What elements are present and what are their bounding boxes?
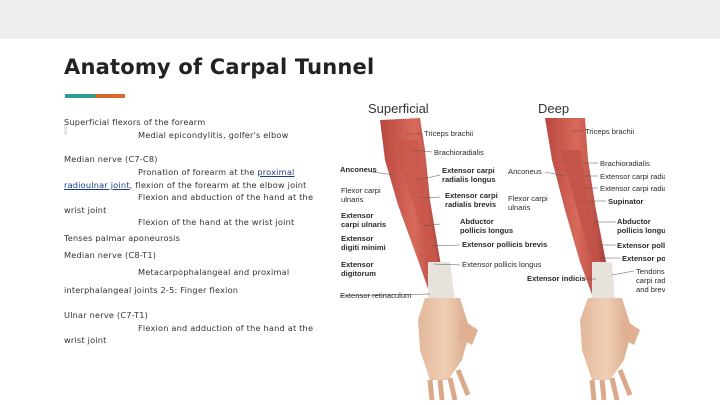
label-deep-apl: pollicis longus <box>617 226 665 235</box>
label-ed: digitorum <box>341 269 376 278</box>
label-ecrb: Extensor carpi <box>445 191 498 200</box>
indent-marker <box>64 125 67 135</box>
label-edm: Extensor <box>341 234 374 243</box>
leader-lines <box>339 130 635 297</box>
label-deep-tendons: Tendons of extensor <box>636 267 665 276</box>
note-line: wrist joint <box>64 335 107 345</box>
slide-title: Anatomy of Carpal Tunnel <box>64 55 375 79</box>
label-deep-epl: Extensor pollicis longus <box>622 254 665 263</box>
label-fcu: Flexor carpi <box>341 186 381 195</box>
note-line: Tenses palmar aponeurosis <box>64 233 181 243</box>
label-epl: Extensor pollicis longus <box>462 260 542 269</box>
label-ecrl: Extensor carpi <box>442 166 495 175</box>
note-line: Pronation of forearm at the proximal <box>138 167 295 177</box>
label-ed: Extensor <box>341 260 374 269</box>
label-apl: Abductor <box>460 217 494 226</box>
label-deep-anconeus: Anconeus <box>508 167 542 176</box>
label-extensor-retinaculum: Extensor retinaculum <box>340 291 411 300</box>
label-epb: Extensor pollicis brevis <box>462 240 547 249</box>
heading-superficial: Superficial <box>368 101 429 116</box>
label-ecu: carpi ulnaris <box>341 220 386 229</box>
note-line: Median nerve (C8-T1) <box>64 250 157 260</box>
note-line: Median nerve (C7-C8) <box>64 154 158 164</box>
deep-arm-illustration <box>545 118 640 400</box>
label-fcu: ulnaris <box>341 195 364 204</box>
label-deep-supinator: Supinator <box>608 197 643 206</box>
note-line: Flexion and adduction of the hand at the <box>138 323 314 333</box>
superficial-arm-illustration <box>380 118 478 400</box>
label-ecu: Extensor <box>341 211 374 220</box>
label-deep-extensor-indicis: Extensor indicis <box>527 274 586 283</box>
label-deep-epb: Extensor pollicis brevis <box>617 241 665 250</box>
label-deep-ecrl: Extensor carpi radialis longus <box>600 172 665 181</box>
note-line: Medial epicondylitis, golfer's elbow <box>138 130 289 140</box>
label-edm: digiti minimi <box>341 243 386 252</box>
note-line: Metacarpophalangeal and proximal <box>138 267 290 277</box>
heading-deep: Deep <box>538 101 569 116</box>
label-brachioradialis: Brachioradialis <box>434 148 484 157</box>
proximal-link[interactable]: proximal <box>257 167 295 177</box>
label-deep-tendons: and brevis <box>636 285 665 294</box>
note-line: Superficial flexors of the forearm <box>64 117 206 127</box>
radioulnar-joint-link[interactable]: radioulnar joint <box>64 180 130 190</box>
note-line: radioulnar joint, flexion of the forearm… <box>64 180 307 190</box>
note-line: interphalangeal joints 2-5: Finger flexi… <box>64 285 239 295</box>
label-deep-fcu: ulnaris <box>508 203 531 212</box>
label-ecrl: radialis longus <box>442 175 496 184</box>
forearm-anatomy-figure: Superficial Deep <box>339 101 665 400</box>
accent-bar-orange <box>95 94 125 98</box>
note-text: , flexion of the forearm at the elbow jo… <box>129 180 307 190</box>
note-line: wrist joint <box>64 205 107 215</box>
note-line: Flexion and abduction of the hand at the <box>138 192 314 202</box>
note-line: Flexion of the hand at the wrist joint <box>138 217 295 227</box>
label-anconeus: Anconeus <box>340 165 377 174</box>
accent-bar-teal <box>65 94 95 98</box>
note-text: Pronation of forearm at the <box>138 167 258 177</box>
label-deep-brachioradialis: Brachioradialis <box>600 159 650 168</box>
label-triceps-brachii: Triceps brachii <box>424 129 473 138</box>
label-deep-apl: Abductor <box>617 217 651 226</box>
note-line: Ulnar nerve (C7-T1) <box>64 310 149 320</box>
label-deep-tendons: carpi radialis longus <box>636 276 665 285</box>
top-bar <box>0 0 720 39</box>
label-apl: pollicis longus <box>460 226 513 235</box>
label-ecrb: radialis brevis <box>445 200 496 209</box>
label-deep-fcu: Flexor carpi <box>508 194 548 203</box>
label-deep-triceps-brachii: Triceps brachii <box>585 127 634 136</box>
label-deep-ecrb: Extensor carpi radialis brevis <box>600 184 665 193</box>
